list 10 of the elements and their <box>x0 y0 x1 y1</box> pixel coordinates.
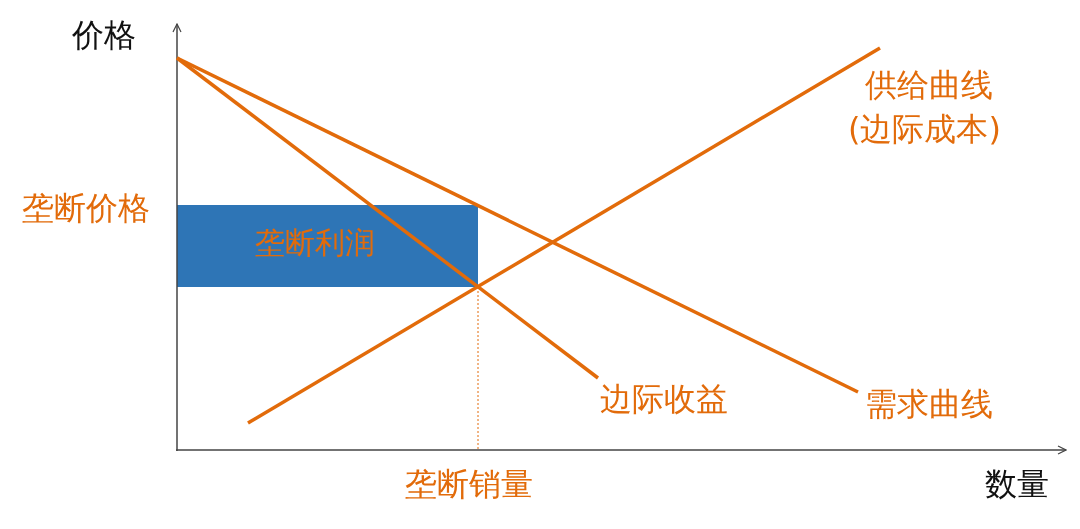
axis-label: 数量 <box>985 465 1049 503</box>
price-label: 垄断价格 <box>22 189 150 227</box>
curve-label: 供给曲线 <box>865 66 993 104</box>
quantity-label: 垄断销量 <box>405 465 533 503</box>
axis-label: 价格 <box>72 16 136 54</box>
curve-label: (边际成本) <box>848 110 1001 148</box>
curve-label: 需求曲线 <box>865 385 993 423</box>
curve-label: 边际收益 <box>600 380 728 418</box>
area-label: 垄断利润 <box>255 225 375 261</box>
profit-area <box>177 205 478 287</box>
